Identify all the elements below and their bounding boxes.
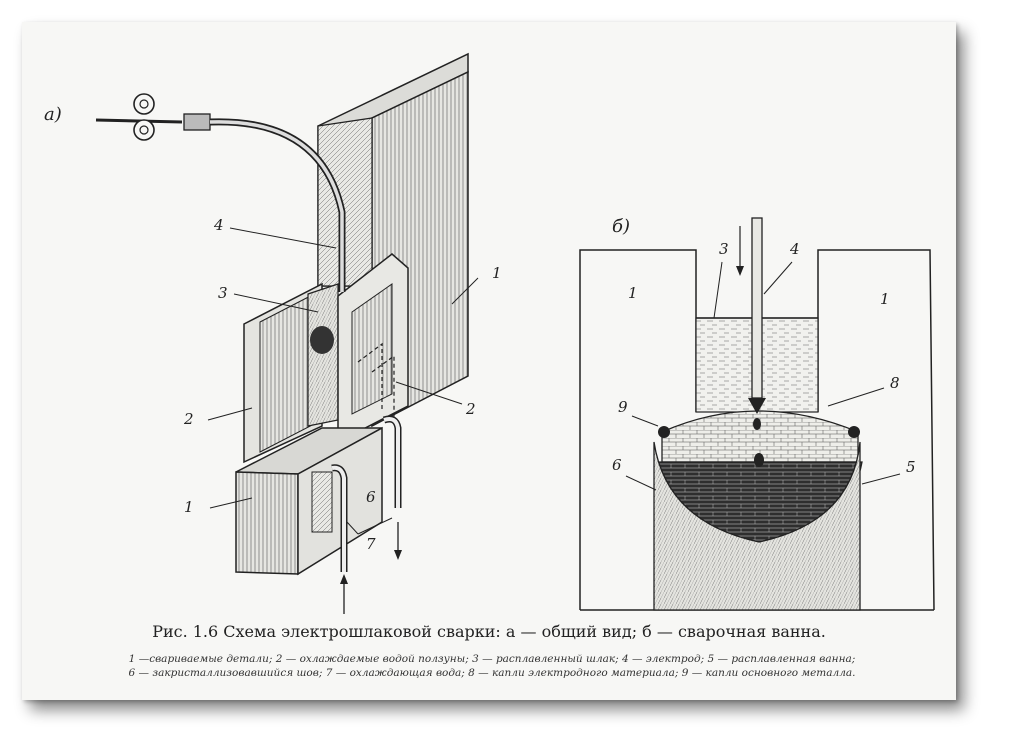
callout-label: 3 bbox=[719, 240, 729, 258]
callout-label: 5 bbox=[906, 458, 916, 476]
callout-label: 1 bbox=[184, 498, 194, 516]
callout-label: 1 bbox=[628, 284, 638, 302]
legend-line-2: 6 — закристаллизовавшийся шов; 7 — охлаж… bbox=[128, 667, 856, 679]
crystallized-seam bbox=[653, 441, 861, 611]
cooling-shoe-right bbox=[337, 253, 409, 444]
welded-part-upper bbox=[317, 52, 469, 428]
cooling-water-pipes bbox=[331, 415, 402, 614]
feed-roller-bottom-icon bbox=[133, 119, 155, 141]
callout-label: 1 bbox=[492, 264, 502, 282]
panel-b-label: б) bbox=[612, 216, 630, 237]
callout-label: 8 bbox=[890, 374, 900, 392]
callout-label: 9 bbox=[618, 398, 628, 416]
base-metal-droplet-left bbox=[658, 426, 670, 438]
callouts-panel-a: 4 3 1 2 2 1 6 7 bbox=[183, 216, 502, 553]
callout-label: 6 bbox=[612, 456, 622, 474]
welding-diagram: а) bbox=[44, 52, 935, 614]
callout-label: 4 bbox=[789, 240, 800, 258]
callout-label: 2 bbox=[465, 400, 476, 418]
panel-a-label: а) bbox=[44, 104, 62, 125]
feed-roller-top-icon bbox=[133, 93, 155, 115]
cooling-shoe-left bbox=[243, 282, 323, 464]
legend-line-1: 1 —свариваемые детали; 2 — охлаждаемые в… bbox=[128, 653, 856, 665]
slag-zone bbox=[307, 283, 339, 427]
callout-label: 7 bbox=[366, 535, 376, 553]
callout-label: 6 bbox=[366, 488, 376, 506]
figure-caption: Рис. 1.6 Схема электрошлаковой сварки: а… bbox=[152, 622, 826, 641]
figure-legend: 1 —свариваемые детали; 2 — охлаждаемые в… bbox=[42, 652, 942, 680]
callout-label: 1 bbox=[880, 290, 890, 308]
electrode-feed bbox=[95, 93, 346, 292]
panel-a-drawing: а) bbox=[44, 52, 502, 614]
callouts-panel-b: 1 1 3 4 8 9 6 5 bbox=[612, 240, 916, 491]
electrode-droplet-1 bbox=[753, 418, 761, 430]
electrode-droplet-2 bbox=[754, 453, 764, 467]
figure-sheet: а) bbox=[22, 22, 956, 700]
callout-label: 3 bbox=[218, 284, 228, 302]
callout-label: 4 bbox=[213, 216, 224, 234]
callout-label: 2 bbox=[183, 410, 194, 428]
welded-part-lower bbox=[235, 426, 383, 576]
electrode bbox=[751, 217, 763, 399]
panel-b-drawing: б) 1 bbox=[579, 216, 935, 611]
base-metal-droplet-right bbox=[848, 426, 860, 438]
